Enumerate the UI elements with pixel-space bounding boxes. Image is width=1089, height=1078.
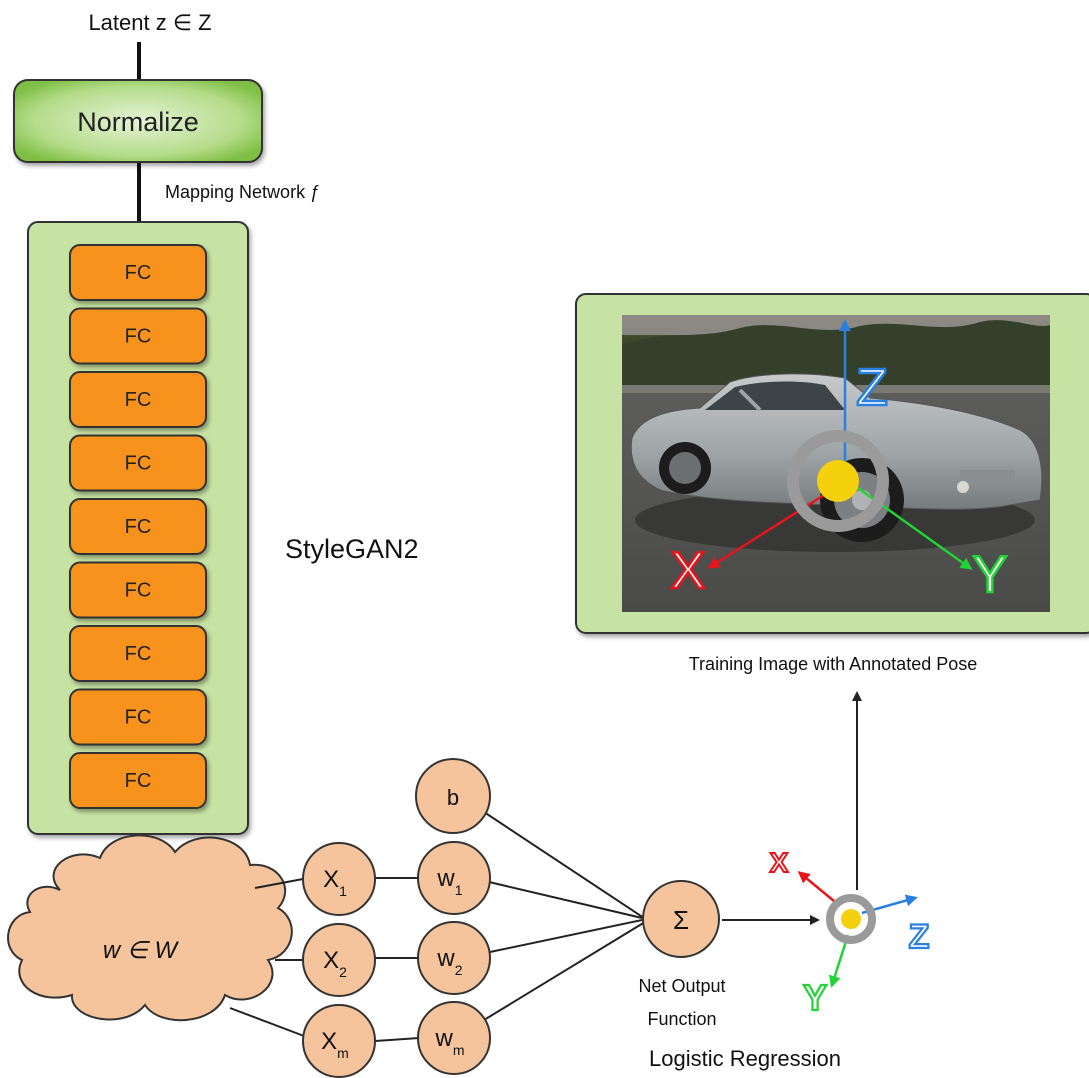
fc-label: FC bbox=[125, 516, 152, 538]
input-label: X2 bbox=[323, 947, 347, 980]
input-node bbox=[302, 1004, 376, 1078]
large-x-axis bbox=[707, 488, 833, 569]
fc-block bbox=[69, 307, 207, 365]
input-node bbox=[302, 842, 376, 916]
large-x-label: X bbox=[671, 542, 706, 600]
fc-label: FC bbox=[125, 580, 152, 602]
cloud-label: w ∈ W bbox=[103, 937, 180, 964]
small-gray-ring bbox=[826, 894, 876, 944]
logistic-regression-label: Logistic Regression bbox=[649, 1046, 841, 1071]
small-pose-gizmo bbox=[797, 871, 918, 988]
input-subscript: m bbox=[337, 1045, 349, 1061]
fc-block bbox=[69, 688, 207, 746]
large-gray-ring bbox=[787, 430, 889, 532]
input-to-weight-lines bbox=[374, 877, 420, 1042]
weight-subscript: 2 bbox=[455, 962, 463, 978]
small-yellow-dot bbox=[841, 909, 861, 929]
input-base: X bbox=[321, 1028, 337, 1055]
weight-label: wm bbox=[434, 1025, 464, 1058]
small-z-label: Z bbox=[909, 918, 930, 956]
sum-label: Σ bbox=[673, 905, 689, 935]
weight-node bbox=[417, 1001, 491, 1075]
input-label: Xm bbox=[321, 1028, 349, 1061]
normalize-block bbox=[13, 79, 263, 163]
sum-node bbox=[642, 880, 720, 958]
weight-label: w1 bbox=[436, 865, 462, 898]
small-x-axis bbox=[797, 871, 841, 907]
small-x-label: X bbox=[770, 847, 789, 878]
weight-subscript: m bbox=[453, 1042, 465, 1058]
fc-label: FC bbox=[125, 389, 152, 411]
latent-w-cloud bbox=[7, 834, 293, 1022]
bias-label: b bbox=[447, 785, 459, 810]
fc-label: FC bbox=[125, 770, 152, 792]
fc-label: FC bbox=[125, 643, 152, 665]
large-pose-gizmo bbox=[707, 319, 973, 570]
fc-label: FC bbox=[125, 707, 152, 729]
fc-block bbox=[69, 371, 207, 428]
input-node bbox=[302, 923, 376, 997]
fc-block bbox=[69, 625, 207, 682]
latent-label: Latent z ∈ Z bbox=[88, 10, 211, 35]
large-z-label: Z bbox=[856, 359, 888, 417]
input-subscript: 2 bbox=[339, 964, 347, 980]
net-output-label-line2: Function bbox=[647, 1009, 716, 1029]
net-output-label-line1: Net Output bbox=[638, 976, 725, 996]
input-base: X bbox=[323, 947, 339, 974]
weight-node bbox=[417, 921, 491, 995]
small-y-label: Y bbox=[803, 977, 827, 1018]
fc-label: FC bbox=[125, 326, 152, 348]
fc-block bbox=[69, 244, 207, 301]
fc-layer-stack: FC FC FC FC FC FC FC FC FC bbox=[69, 244, 207, 809]
cloud-to-inputs bbox=[229, 878, 305, 1037]
weight-base: w bbox=[434, 1025, 453, 1052]
fc-label: FC bbox=[125, 262, 152, 284]
large-yellow-dot bbox=[817, 460, 859, 502]
weight-subscript: 1 bbox=[455, 882, 463, 898]
fc-label: FC bbox=[125, 453, 152, 475]
weights-to-sum-lines bbox=[483, 811, 646, 1021]
fc-block bbox=[69, 434, 207, 492]
weight-base: w bbox=[436, 865, 455, 892]
weight-base: w bbox=[436, 945, 455, 972]
input-base: X bbox=[323, 866, 339, 893]
weight-node bbox=[417, 841, 491, 915]
large-y-label: Y bbox=[973, 546, 1008, 604]
stylegan-label: StyleGAN2 bbox=[285, 534, 419, 564]
fc-block bbox=[69, 498, 207, 555]
input-label: X1 bbox=[323, 866, 347, 899]
input-subscript: 1 bbox=[339, 883, 347, 899]
training-image-caption: Training Image with Annotated Pose bbox=[689, 654, 978, 674]
normalize-label: Normalize bbox=[77, 107, 199, 137]
weight-label: w2 bbox=[436, 945, 462, 978]
fc-block bbox=[69, 561, 207, 619]
fc-block bbox=[69, 752, 207, 809]
mapping-network-label: Mapping Network ƒ bbox=[165, 182, 320, 202]
bias-node bbox=[415, 758, 491, 834]
